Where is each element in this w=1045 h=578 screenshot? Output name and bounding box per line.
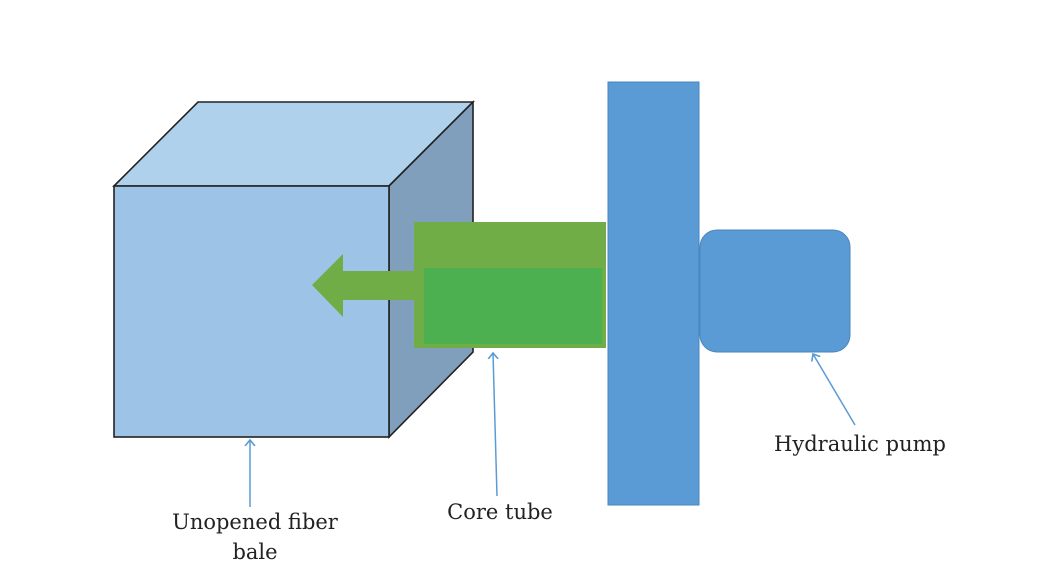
core-tube-pointer-line [493,353,497,497]
fiber-bale-label: Unopened fiber bale [150,507,360,567]
fiber-bale-label-line1: Unopened fiber [172,510,338,534]
cube-front-face [113,185,390,438]
core-tube-inner [424,268,602,344]
fiber-bale-label-line2: bale [232,540,278,564]
hydraulic-pump [699,229,851,353]
pump-pointer-line [813,354,856,426]
insertion-arrow [312,254,424,317]
fiber-bale-cube [112,100,475,439]
core-tube [414,222,606,348]
press-plate [607,81,700,506]
core-tube-label: Core tube [447,500,553,524]
hydraulic-pump-label: Hydraulic pump [774,432,946,456]
